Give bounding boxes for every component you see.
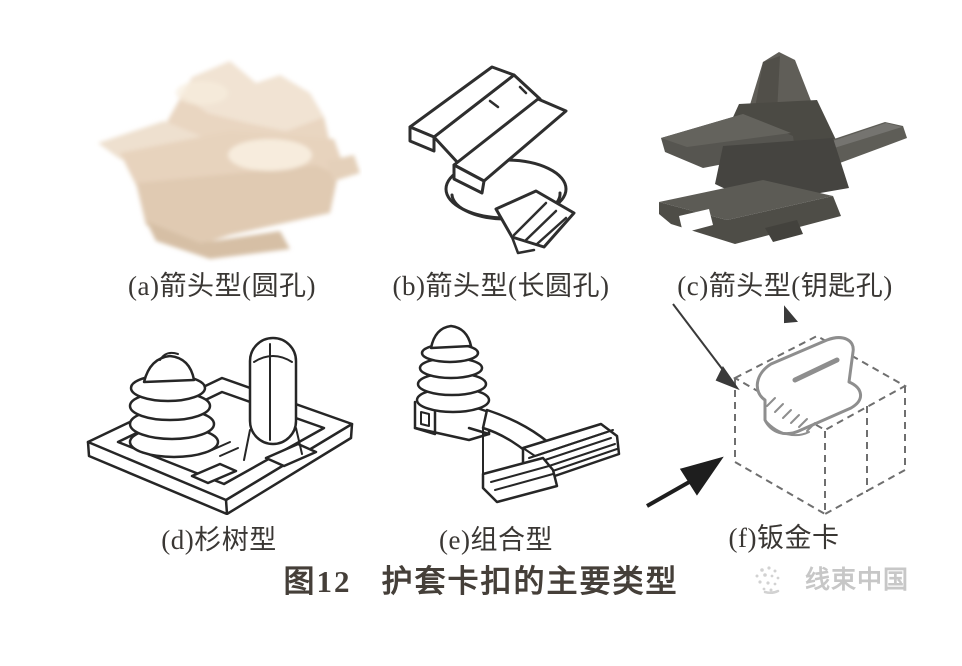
panel-e-label: (e)组合型 [439,524,553,555]
panel-e: (e)组合型 [360,296,632,556]
watermark: 线束中国 [748,560,909,596]
clip-line-drawing-e [413,324,621,504]
watermark-text: 线束中国 [805,566,910,594]
fir-tree-clip-drawing [66,300,372,525]
clip-render-illustration [659,51,907,244]
panel-a: (a)箭头型(圆孔) [72,26,372,302]
panel-d-label: (d)杉树型 [161,524,277,555]
combined-clip-drawing [360,296,632,525]
figure-title: 护套卡扣的主要类型 [381,564,679,599]
arrow-clip-oblong-hole-drawing [374,26,628,271]
panel-d: (d)杉树型 [66,300,372,556]
insertion-arrow [646,457,724,509]
arrow-clip-round-hole-photo [72,26,372,271]
panel-b-label: (b)箭头型(长圆孔) [392,270,610,301]
clip-line-drawing-b [408,65,575,255]
figure-caption: 图12 护套卡扣的主要类型 [0,556,962,601]
watermark-logo-icon [748,560,792,596]
panel-f-label: (f)钣金卡 [728,522,840,553]
clip-line-drawing-f [646,303,908,517]
panel-c: (c)箭头型(钥匙孔) [632,26,938,302]
panel-c-label: (c)箭头型(钥匙孔) [677,270,893,301]
sheet-metal-clip-drawing [630,286,938,523]
clip-photo-illustration [98,61,360,260]
panel-a-label: (a)箭头型(圆孔) [128,270,316,301]
panel-f: (f)钣金卡 [630,286,938,554]
figure-number: 图12 [283,564,352,599]
clip-line-drawing-d [86,336,354,515]
panel-b: (b)箭头型(长圆孔) [374,26,628,302]
leader-arrow [672,303,799,391]
arrow-clip-keyhole-render [632,26,938,271]
